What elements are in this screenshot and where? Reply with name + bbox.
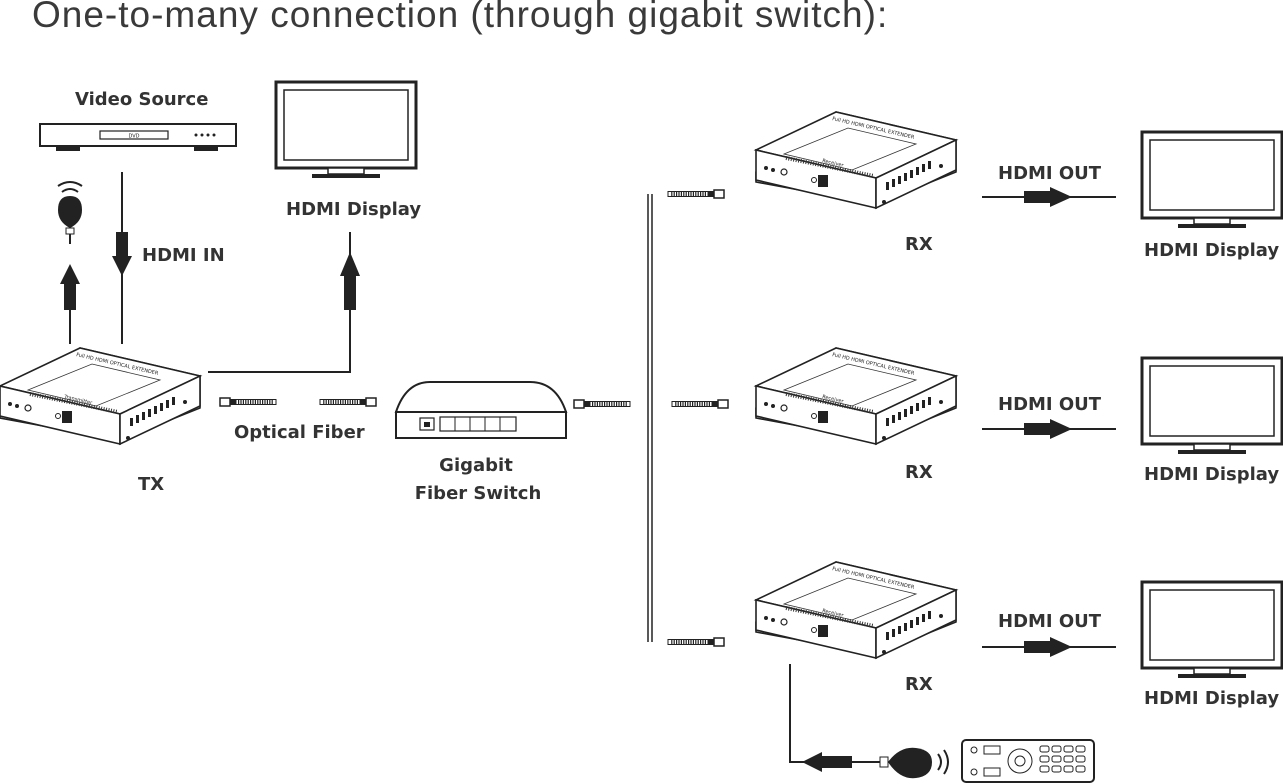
hdmi-in-arrow <box>112 172 132 344</box>
ir-up-arrow <box>60 264 80 344</box>
switch-output-cable <box>572 398 730 410</box>
ir-receiver-icon-rx <box>879 747 949 779</box>
optical-fiber-cable <box>218 396 378 408</box>
tx-to-display-arrow <box>208 232 360 373</box>
hdmi-display-top <box>274 80 418 180</box>
hdmi-out-label-3: HDMI OUT <box>998 611 1102 632</box>
video-source-label: Video Source <box>75 89 209 110</box>
rx-label-2: RX <box>905 462 933 483</box>
rx-extender-1: Full HD HDMI OPTICAL EXTENDER Receiver <box>754 110 958 210</box>
tx-label: TX <box>138 474 165 495</box>
rx-label-1: RX <box>905 234 933 255</box>
switch-label-line1: Gigabit <box>439 455 513 476</box>
hdmi-display-label-1: HDMI Display <box>1144 240 1280 261</box>
hdmi-display-label-2: HDMI Display <box>1144 464 1280 485</box>
switch-label-line2: Fiber Switch <box>414 483 542 504</box>
gigabit-switch <box>394 381 568 439</box>
hdmi-out-arrow-3 <box>982 637 1116 657</box>
video-source-player: DVD <box>39 123 237 151</box>
hdmi-display-2 <box>1140 356 1283 456</box>
hdmi-display-top-label: HDMI Display <box>286 199 422 220</box>
remote-control-icon <box>961 739 1095 783</box>
hdmi-display-label-3: HDMI Display <box>1144 688 1280 709</box>
page-title: One-to-many connection (through gigabit … <box>32 0 889 35</box>
hdmi-out-arrow-2 <box>982 419 1116 439</box>
rx-extender-2: Full HD HDMI OPTICAL EXTENDER Receiver <box>754 346 958 446</box>
hdmi-in-label: HDMI IN <box>142 245 225 266</box>
optical-fiber-label: Optical Fiber <box>234 422 365 443</box>
fiber-distribution-bus <box>647 188 726 648</box>
hdmi-display-1 <box>1140 130 1283 230</box>
ir-receiver-icon <box>57 181 83 244</box>
rx-extender-3: Full HD HDMI OPTICAL EXTENDER Receiver <box>754 560 958 660</box>
hdmi-out-arrow-1 <box>982 187 1116 207</box>
rx3-receiver-label: Receiver <box>822 608 845 619</box>
rx2-receiver-label: Receiver <box>822 394 845 405</box>
hdmi-display-3 <box>1140 580 1283 680</box>
rx-label-3: RX <box>905 674 933 695</box>
tx-extender: Full HD HDMI OPTICAL EXTENDER Transmitte… <box>0 346 202 446</box>
hdmi-out-label-1: HDMI OUT <box>998 163 1102 184</box>
hdmi-out-label-2: HDMI OUT <box>998 394 1102 415</box>
dvd-label: DVD <box>128 134 139 140</box>
rx1-receiver-label: Receiver <box>822 158 845 169</box>
rx-ir-line <box>789 664 880 772</box>
